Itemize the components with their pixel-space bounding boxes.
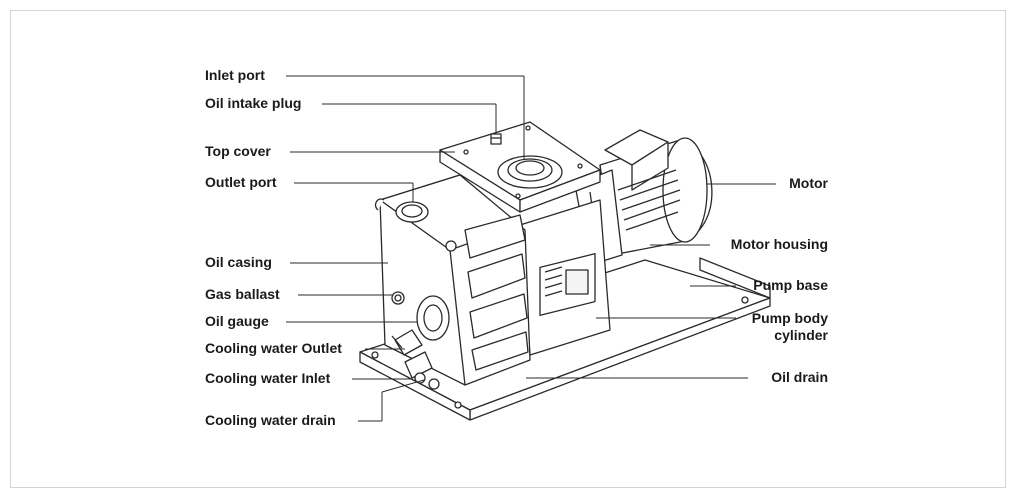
label-pump-body-cylinder-line1: Pump body [751,310,828,326]
label-oil-casing: Oil casing [205,254,272,270]
motor-body [599,129,713,256]
label-oil-drain: Oil drain [771,369,828,385]
inlet-port-flange [497,155,563,189]
label-gas-ballast: Gas ballast [205,286,280,302]
leader-lines [286,75,776,422]
label-inlet-port: Inlet port [205,67,265,83]
label-cooling-water-drain: Cooling water drain [205,412,336,428]
label-motor: Motor [789,175,828,191]
label-pump-body-cylinder-line2: cylinder [774,327,828,343]
label-oil-intake-plug: Oil intake plug [205,95,302,111]
oil-casing-shape [374,174,531,386]
label-outlet-port: Outlet port [205,174,277,190]
cooling-water-fittings [391,329,440,390]
outlet-port-shape [395,201,429,223]
label-pump-base: Pump base [753,277,828,293]
label-oil-gauge: Oil gauge [205,313,269,329]
label-top-cover: Top cover [205,143,271,159]
oil-intake-plug-shape [490,133,502,145]
label-pump-body-cylinder: Pump body cylinder [752,310,828,344]
label-motor-housing: Motor housing [730,236,828,252]
pump-body-cylinder-shape [519,199,611,356]
label-cooling-water-outlet: Cooling water Outlet [205,340,342,356]
label-cooling-water-inlet: Cooling water Inlet [205,370,331,386]
